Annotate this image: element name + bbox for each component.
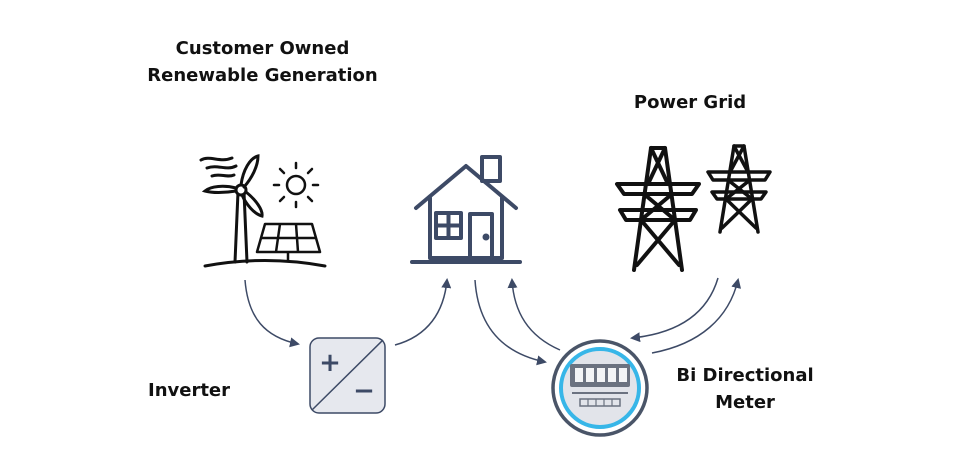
generation-label-line2: Renewable Generation [147,65,378,86]
meter-label-line2: Meter [715,392,775,413]
ground-line [203,259,327,268]
meter-label-line1: Bi Directional [676,365,814,386]
house-icon [410,155,522,264]
generation-label: Customer Owned Renewable Generation [140,35,385,89]
inverter-label: Inverter [148,380,231,401]
meter-icon [551,339,649,437]
power-grid-label: Power Grid [633,92,747,113]
solar-panel-icon [255,222,322,262]
arrow-inverter-to-house [394,278,452,346]
inverter-plus-symbol: + [319,348,341,378]
arrow-grid-to-meter [630,277,719,343]
arrow-house-to-meter [474,279,547,366]
sun-icon [272,161,320,209]
transmission-tower-icon [706,144,772,234]
transmission-tower-icon [615,146,701,272]
generation-label-line1: Customer Owned [175,38,350,59]
arrow-meter-to-grid [651,278,742,354]
wind-turbine-icon [199,154,264,264]
meter-label: Bi Directional Meter [665,362,825,416]
inverter-minus-symbol: − [353,376,375,406]
inverter-icon: + − [309,337,386,414]
arrow-generation-to-inverter [244,279,300,348]
arrow-meter-to-house [507,278,561,351]
